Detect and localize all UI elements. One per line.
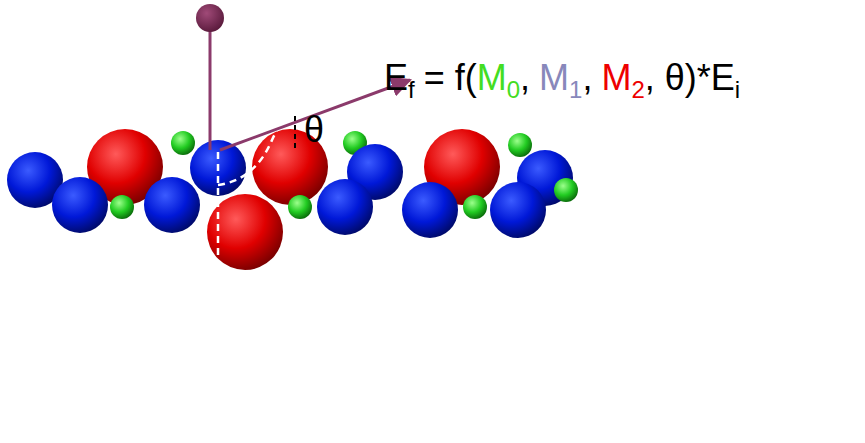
subscript: 2 [631,76,644,103]
incident-path [209,30,212,150]
energy-formula: Ef= f(M0,M1,M2, θ)*Ei [384,60,740,102]
normal-dashed-line [217,152,220,255]
mass-symbol: M [539,57,569,98]
subscript: 1 [569,76,582,103]
separator: , [520,57,530,98]
formula-text: , θ)*E [645,57,735,98]
mass-symbol: M [477,57,507,98]
angle-label: θ [304,112,324,148]
angle-symbol: θ [304,109,324,150]
subscript: 0 [507,76,520,103]
mass-symbol: M [601,57,631,98]
energy-symbol: E [384,57,408,98]
subscript: f [408,76,415,103]
separator: , [582,57,592,98]
formula-text: = f( [424,57,477,98]
surface-atoms [7,129,578,270]
subscript: i [735,76,740,103]
scattered-path-arrow [220,80,410,150]
projectile-ball [196,4,224,32]
